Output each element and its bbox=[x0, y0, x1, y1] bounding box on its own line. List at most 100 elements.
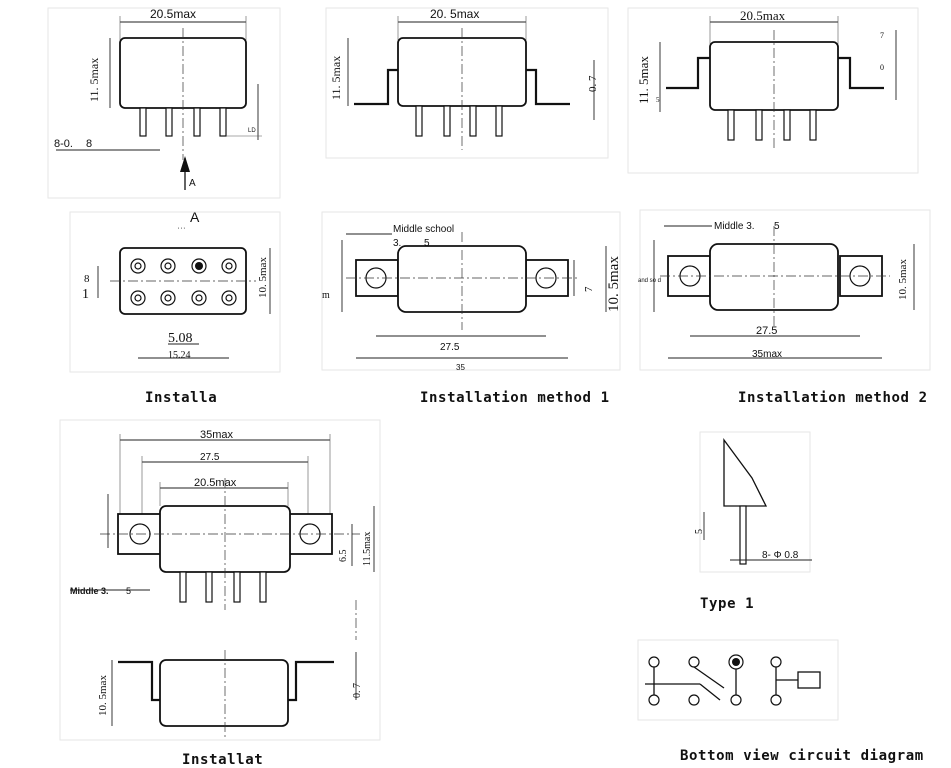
dim-35max: 35max bbox=[752, 349, 782, 360]
pin bbox=[193, 107, 201, 137]
mount-flange-right bbox=[288, 660, 334, 702]
panel-frame bbox=[627, 7, 919, 174]
pin bbox=[219, 107, 227, 137]
panel-frame bbox=[699, 431, 811, 573]
mid-3: 3. bbox=[393, 238, 401, 249]
pin bbox=[415, 105, 423, 137]
side-view-2: 20. 5max 11. 5max 0. 7 bbox=[329, 7, 599, 150]
caption-installat: Installat bbox=[182, 752, 263, 768]
pin bbox=[165, 107, 173, 137]
dim-105: 10. 5max bbox=[257, 257, 269, 298]
pin bbox=[755, 109, 763, 141]
dim-07: 0. 7 bbox=[587, 75, 599, 92]
install-method-3-side: 10. 5max 0. 7 bbox=[97, 650, 363, 740]
dim-ld: LD bbox=[248, 128, 256, 134]
mid-5: 5 bbox=[126, 586, 131, 596]
pin-hole bbox=[195, 294, 203, 302]
pin bbox=[443, 105, 451, 137]
install-method-3-view: 35max 27.5 20.5max 6.5 11.5max Middle 3.… bbox=[70, 429, 375, 640]
terminal bbox=[648, 656, 660, 668]
mid3-5: 5 bbox=[774, 221, 780, 232]
mid-school: Middle school bbox=[393, 224, 454, 235]
dim-1: 1 bbox=[82, 287, 89, 302]
terminal bbox=[688, 656, 700, 668]
coil-icon bbox=[797, 671, 821, 689]
dim-1524: 15.24 bbox=[168, 350, 191, 361]
install-method-2-view: Middle 3. 5 and so d 10. 5max 27.5 35max bbox=[638, 221, 915, 360]
mount-flange-left bbox=[354, 68, 398, 106]
wire bbox=[699, 683, 721, 701]
dim-height: 11. 5max bbox=[87, 58, 101, 102]
dim-205: 20.5max bbox=[194, 477, 237, 489]
arrow-label: A bbox=[189, 178, 196, 189]
dim-35max: 35max bbox=[200, 429, 234, 441]
dim-width: 20. 5max bbox=[430, 7, 479, 21]
dim-07: 0. 7 bbox=[352, 683, 363, 698]
mount-flange-left bbox=[118, 660, 160, 702]
dim-7: 7 bbox=[880, 31, 884, 40]
dim-105-v3: 10. 5max bbox=[897, 259, 909, 300]
pin-circles bbox=[130, 258, 237, 306]
dim-pin-val: 8 bbox=[86, 138, 92, 150]
panel-frame bbox=[637, 639, 839, 721]
dim-275: 27.5 bbox=[200, 452, 220, 463]
small-note: and so d bbox=[638, 278, 661, 284]
terminal bbox=[770, 694, 782, 706]
side-view-3: 20.5max 11. 5max 5 7 0 bbox=[636, 8, 897, 150]
relay-body bbox=[159, 659, 289, 727]
mid3-label: Middle 3. bbox=[714, 221, 755, 232]
terminal bbox=[770, 656, 782, 668]
switch-arm bbox=[693, 666, 725, 689]
pin-hole bbox=[134, 294, 142, 302]
panel-frame bbox=[59, 419, 381, 741]
pin-hole bbox=[134, 262, 142, 270]
caption-circuit-diagram: Bottom view circuit diagram bbox=[680, 748, 924, 764]
caption-install-method-1: Installation method 1 bbox=[420, 390, 610, 406]
dim-width: 20.5max bbox=[740, 8, 786, 23]
pin bbox=[205, 571, 213, 603]
dim-m: m bbox=[322, 290, 330, 301]
pin bbox=[259, 571, 267, 603]
circuit-diagram bbox=[645, 654, 821, 706]
caption-installa: Installa bbox=[145, 390, 217, 406]
pin-base-shape bbox=[723, 438, 768, 507]
dim-65: 6.5 bbox=[338, 550, 349, 563]
pin bbox=[495, 105, 503, 137]
side-view-1: 20.5max 11. 5max LD 8-0. 8 A bbox=[54, 7, 262, 190]
pin bbox=[233, 571, 241, 603]
dim-105-big: 10. 5max bbox=[606, 256, 622, 312]
dim-5-small: 5 bbox=[656, 96, 660, 104]
pin-hole bbox=[225, 294, 233, 302]
pin-hole bbox=[164, 294, 172, 302]
dim-35-partial: 35 bbox=[456, 363, 465, 372]
terminal bbox=[730, 694, 742, 706]
dim-105: 10. 5max bbox=[97, 675, 109, 716]
pin bbox=[809, 109, 817, 141]
dim-275: 27.5 bbox=[440, 342, 460, 353]
dim-7b: 7 bbox=[583, 286, 595, 292]
panel-frame bbox=[69, 211, 281, 373]
mount-flange-right bbox=[526, 68, 570, 106]
dim-pin: 8-0. bbox=[54, 138, 73, 150]
panel-frame bbox=[321, 211, 621, 371]
dim-height: 11. 5max bbox=[636, 56, 651, 104]
dim-pin: 8- Φ 0.8 bbox=[762, 550, 799, 561]
dim-5: 5 bbox=[694, 529, 705, 534]
bottom-view-a: A ' ' ' 8 1 10. 5max 5.08 bbox=[82, 209, 271, 361]
view-label: A bbox=[190, 209, 200, 225]
terminal bbox=[648, 694, 660, 706]
dim-275-v3: 27.5 bbox=[756, 325, 777, 337]
dim-508: 5.08 bbox=[168, 331, 193, 346]
arrow-head-icon bbox=[180, 156, 190, 172]
pin bbox=[727, 109, 735, 141]
terminal bbox=[688, 694, 700, 706]
type1-pin-detail: 5 8- Φ 0.8 bbox=[694, 438, 812, 565]
pin bbox=[783, 109, 791, 141]
dim-width: 20.5max bbox=[150, 7, 196, 21]
pin-hole-marked bbox=[195, 262, 203, 270]
dim-0: 0 bbox=[880, 63, 884, 72]
panel-frame bbox=[325, 7, 609, 159]
pin bbox=[139, 107, 147, 137]
dim-height: 11. 5max bbox=[329, 56, 343, 100]
